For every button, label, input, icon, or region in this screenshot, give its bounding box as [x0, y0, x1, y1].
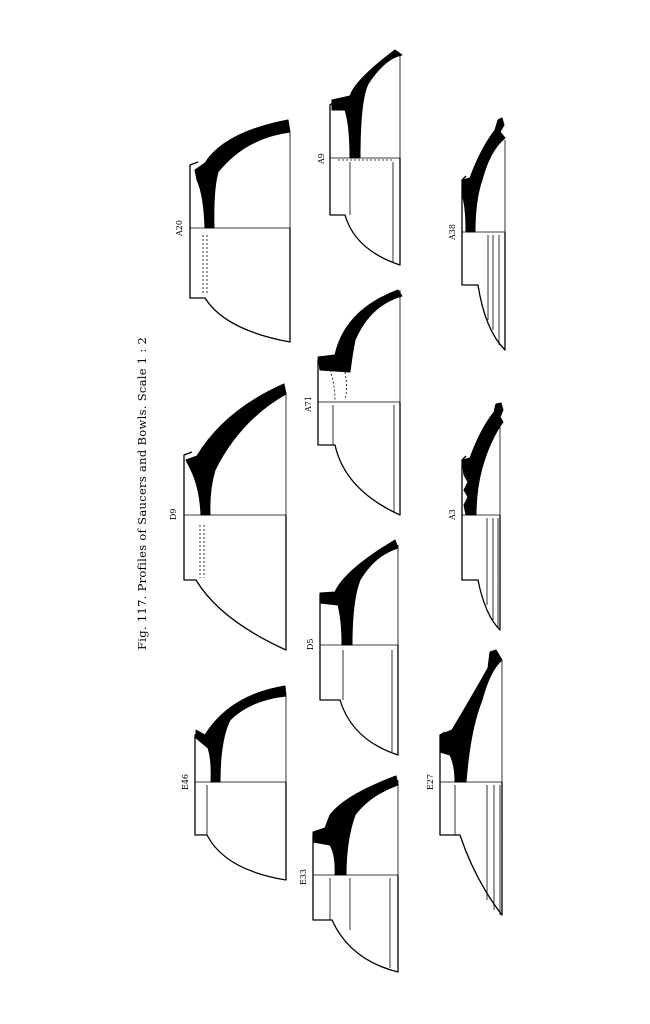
- profile-a71: A71: [304, 289, 403, 516]
- label-a9: A9: [317, 153, 326, 165]
- profile-a20: A20: [175, 119, 291, 343]
- label-d5: D5: [306, 638, 315, 650]
- profile-a3: A3: [448, 402, 504, 631]
- profile-a9: A9: [317, 49, 403, 266]
- label-d9: D9: [169, 508, 178, 520]
- figure-caption: Fig. 117. Profiles of Saucers and Bowls.…: [135, 337, 149, 650]
- profile-e33: E33: [299, 775, 399, 973]
- label-e46: E46: [181, 774, 190, 790]
- profile-a38: A38: [448, 117, 506, 351]
- label-a71: A71: [304, 396, 313, 413]
- label-e33: E33: [299, 869, 308, 885]
- profile-d5: D5: [306, 539, 399, 756]
- label-e27: E27: [426, 774, 435, 790]
- profile-e46: E46: [181, 685, 287, 881]
- profile-d9: D9: [169, 383, 287, 651]
- label-a3: A3: [448, 509, 457, 521]
- profile-e27: E27: [426, 649, 503, 916]
- label-a38: A38: [448, 224, 457, 241]
- label-a20: A20: [175, 220, 184, 237]
